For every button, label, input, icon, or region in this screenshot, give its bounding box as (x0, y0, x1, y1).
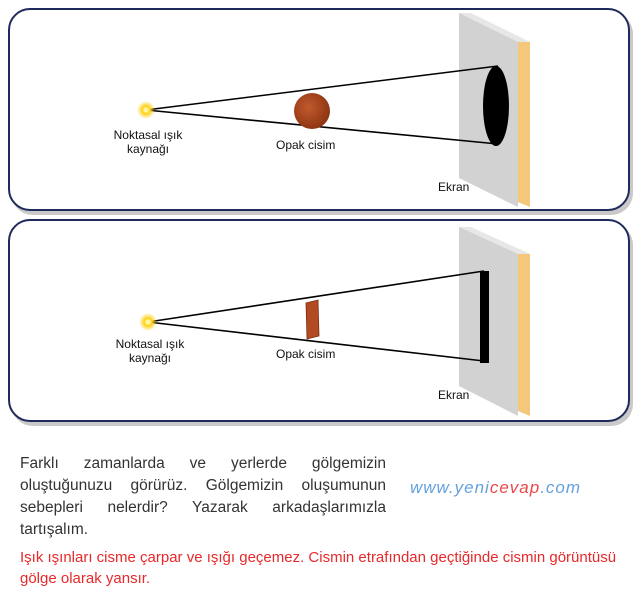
screen-top (459, 13, 530, 42)
opaque-object-plate (305, 299, 320, 340)
screen-label: Ekran (438, 180, 470, 194)
light-source-point (143, 107, 149, 113)
shadow-rectangle (480, 271, 489, 363)
light-ray-upper (147, 270, 485, 323)
screen-label: Ekran (438, 388, 470, 402)
light-ray-upper (145, 65, 499, 111)
screen-top (459, 227, 530, 254)
question-paragraph: Farklı zamanlarda ve yerlerde gölgemizin… (20, 455, 386, 538)
shadow-diagram-1 (137, 13, 530, 207)
watermark: www.yenicevap.com (410, 478, 582, 497)
shadow-ellipse (483, 66, 509, 146)
light-ray-lower (147, 321, 485, 362)
opaque-object-sphere (294, 93, 330, 129)
object-label: Opak cisim (276, 347, 336, 361)
light-source-point (145, 319, 151, 325)
answer-text: Işık ışınları cisme çarpar ve ışığı geçe… (20, 549, 617, 587)
light-ray-lower (145, 109, 499, 145)
shadow-diagram-2 (139, 227, 530, 416)
object-label: Opak cisim (276, 138, 336, 152)
